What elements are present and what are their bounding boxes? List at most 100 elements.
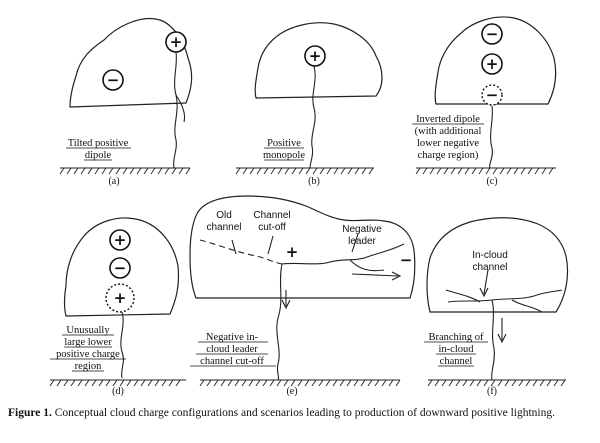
label-f-line3: channel — [440, 356, 473, 367]
ground-hatch-line — [255, 379, 261, 387]
label-c-line1: Inverted dipole — [416, 114, 480, 125]
panel-letter-f: (f) — [487, 386, 497, 397]
ground-hatch-line — [353, 379, 359, 387]
ground-hatch-line — [297, 379, 303, 387]
ground-hatch-line — [368, 167, 374, 175]
ground-hatch-line — [333, 167, 339, 175]
ground-hatch-line — [471, 167, 477, 175]
caption-label: Figure 1. — [8, 407, 52, 419]
ground-hatch-line — [164, 167, 170, 175]
ground-hatch-line — [325, 379, 331, 387]
ground-hatch-line — [312, 167, 318, 175]
ground-hatch-line — [469, 379, 475, 387]
ground-hatch-line — [256, 167, 262, 175]
ground-hatch-line — [94, 167, 100, 175]
ground-hatch-line — [140, 379, 146, 387]
ground-hatch-line — [227, 379, 233, 387]
ground-hatch-line — [448, 379, 454, 387]
ground-hatch-line — [464, 167, 470, 175]
annot-in-cloud-1: In-cloud — [472, 250, 508, 261]
panel-letter-c: (c) — [486, 176, 497, 187]
panel-b: + Positive monopole (b) — [235, 22, 383, 187]
label-d-line3: positive charge — [56, 349, 120, 360]
ground-hatch-line — [506, 167, 512, 175]
ground-hatch-line — [70, 379, 76, 387]
ground-hatch-line — [492, 167, 498, 175]
label-e-line2: cloud leader — [206, 344, 258, 355]
ground-hatch-line — [367, 379, 373, 387]
label-b-line2: monopole — [263, 150, 305, 161]
pointer-cutoff — [267, 235, 274, 255]
ground-hatch-line — [311, 379, 317, 387]
ground-hatch-line — [56, 379, 62, 387]
ground-hatch-line — [546, 379, 552, 387]
arrow-right-e — [351, 273, 399, 277]
ground-hatch-line — [112, 379, 118, 387]
ground-hatch-line — [263, 167, 269, 175]
ground-hatch-line — [168, 379, 174, 387]
ground-hatch-line — [354, 167, 360, 175]
descending-channel-e — [276, 263, 283, 381]
plus-symbol-b: + — [309, 47, 322, 65]
ground-hatch-line — [485, 167, 491, 175]
panel-letter-b: (b) — [308, 176, 320, 187]
annot-old-channel-1: Old — [216, 210, 232, 221]
figure-caption: Figure 1. Conceptual cloud charge config… — [8, 406, 593, 420]
ground-hatch-line — [560, 379, 566, 387]
ground-hatch-line — [395, 379, 401, 387]
minus-symbol-c2: − — [486, 86, 499, 104]
plus-symbol-e: + — [286, 243, 299, 261]
label-e-line1: Negative in- — [206, 332, 259, 343]
minus-symbol-c: − — [486, 25, 499, 43]
ground-hatch-line — [249, 167, 255, 175]
ground-hatch-line — [199, 379, 205, 387]
plus-symbol-d2: + — [114, 289, 127, 307]
ground-hatch-line — [525, 379, 531, 387]
ground-hatch-line — [154, 379, 160, 387]
panel-letter-a: (a) — [108, 176, 119, 187]
ground-hatch-line — [277, 167, 283, 175]
charge-positive-a — [165, 31, 187, 53]
ground-hatch-line — [434, 379, 440, 387]
channel-d — [120, 311, 124, 379]
minus-symbol-e: − — [400, 251, 413, 269]
ground-hatch-line — [415, 167, 421, 175]
branch-f2 — [511, 299, 543, 313]
ground-hatch-line — [326, 167, 332, 175]
ground-hatch-line — [115, 167, 121, 175]
caption-text: Conceptual cloud charge configurations a… — [54, 407, 555, 419]
ground-hatch-line — [80, 167, 86, 175]
ground-hatch-line — [290, 379, 296, 387]
ground-hatch-line — [483, 379, 489, 387]
panel-letter-d: (d) — [112, 386, 124, 397]
plus-symbol-d: + — [114, 231, 127, 249]
charge-positive-d — [109, 229, 131, 251]
ground-hatch-line — [175, 379, 181, 387]
panel-letter-e: (e) — [286, 386, 297, 397]
panel-f: In-cloud channel Branching of in-cloud c… — [424, 217, 569, 397]
ground-hatch-line — [332, 379, 338, 387]
ground-hatch-line — [504, 379, 510, 387]
channel-b — [309, 65, 316, 169]
cloud-f — [426, 217, 569, 313]
ground-hatch-line — [534, 167, 540, 175]
old-channel — [199, 239, 283, 265]
charge-negative-c — [481, 23, 503, 45]
pointer-in-cloud-head — [479, 287, 489, 298]
panel-a: + − Tilted positive dipole (a) — [59, 18, 193, 187]
ground-hatch-line — [518, 379, 524, 387]
ground-hatch-line — [499, 167, 505, 175]
branch-f1 — [445, 289, 481, 303]
charge-negative-a — [102, 69, 124, 91]
ground-hatch-line — [178, 167, 184, 175]
ground-hatch-line — [318, 379, 324, 387]
ground-hatch-line — [478, 167, 484, 175]
ground-hatch-line — [548, 167, 554, 175]
annot-cutoff-2: cut-off — [258, 222, 286, 233]
ground-hatch-line — [242, 167, 248, 175]
ground-hatch-line — [283, 379, 289, 387]
branch-a — [175, 94, 186, 123]
ground-hatch-line — [133, 379, 139, 387]
ground-hatch-line — [129, 167, 135, 175]
